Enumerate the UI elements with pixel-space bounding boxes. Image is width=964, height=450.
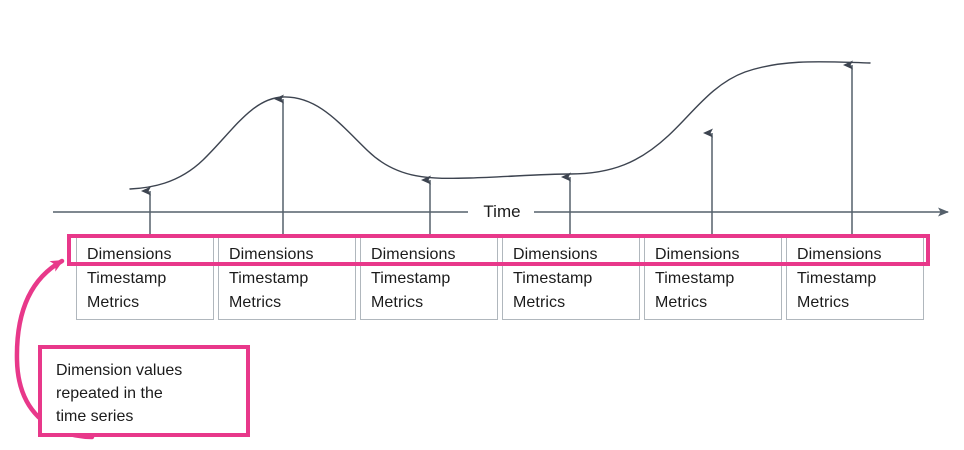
record-field-timestamp: Timestamp xyxy=(371,270,451,287)
record-field-timestamp: Timestamp xyxy=(87,270,167,287)
record-field-metrics: Metrics xyxy=(797,294,850,311)
record-field-timestamp: Timestamp xyxy=(655,270,735,287)
record-field-dimensions: Dimensions xyxy=(513,246,598,263)
record-box-5[interactable]: Dimensions Timestamp Metrics xyxy=(644,236,782,320)
time-axis-label: Time xyxy=(470,202,534,222)
record-box-2[interactable]: Dimensions Timestamp Metrics xyxy=(218,236,356,320)
record-field-metrics: Metrics xyxy=(655,294,708,311)
callout-box: Dimension values repeated in the time se… xyxy=(38,345,250,437)
record-field-timestamp: Timestamp xyxy=(513,270,593,287)
time-series-curve xyxy=(129,61,871,190)
callout-text: Dimension values repeated in the time se… xyxy=(56,359,238,428)
record-field-dimensions: Dimensions xyxy=(797,246,882,263)
record-field-metrics: Metrics xyxy=(513,294,566,311)
record-field-timestamp: Timestamp xyxy=(229,270,309,287)
record-field-dimensions: Dimensions xyxy=(87,246,172,263)
callout-line-2: repeated in the xyxy=(56,385,163,402)
record-field-timestamp: Timestamp xyxy=(797,270,877,287)
record-field-metrics: Metrics xyxy=(229,294,282,311)
record-field-dimensions: Dimensions xyxy=(655,246,740,263)
record-field-metrics: Metrics xyxy=(87,294,140,311)
record-box-1[interactable]: Dimensions Timestamp Metrics xyxy=(76,236,214,320)
callout-line-3: time series xyxy=(56,408,134,425)
record-field-dimensions: Dimensions xyxy=(229,246,314,263)
record-box-6[interactable]: Dimensions Timestamp Metrics xyxy=(786,236,924,320)
record-box-3[interactable]: Dimensions Timestamp Metrics xyxy=(360,236,498,320)
record-field-dimensions: Dimensions xyxy=(371,246,456,263)
callout-line-1: Dimension values xyxy=(56,362,183,379)
record-field-metrics: Metrics xyxy=(371,294,424,311)
record-box-4[interactable]: Dimensions Timestamp Metrics xyxy=(502,236,640,320)
